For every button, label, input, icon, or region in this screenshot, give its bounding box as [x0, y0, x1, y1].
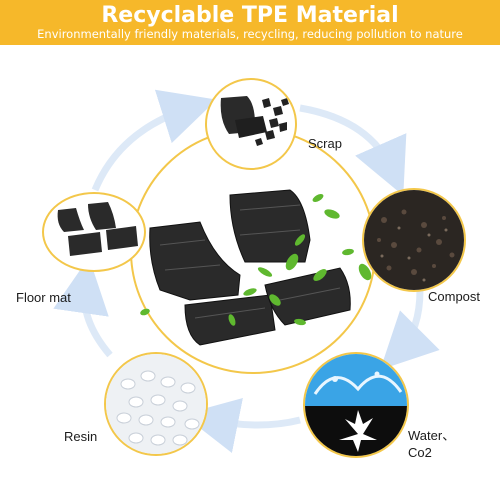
header-banner: Recyclable TPE Material Environmentally … [0, 0, 500, 45]
floor-mat-node [42, 192, 146, 272]
water-co2-label: Water、 Co2 [408, 428, 456, 460]
scrap-pieces-icon [220, 96, 289, 146]
compost-node [362, 188, 466, 292]
floor-mat-label: Floor mat [16, 290, 71, 305]
compost-label: Compost [428, 289, 481, 304]
arrow-water-to-resin [182, 398, 301, 453]
page-title: Recyclable TPE Material [101, 3, 399, 28]
arrow-compost-to-water [380, 289, 440, 370]
arrow-resin-to-floormat [53, 257, 113, 358]
resin-pellets-icon [106, 354, 206, 454]
arrow-floormat-to-scrap [91, 89, 217, 192]
scrap-node [205, 78, 297, 170]
resin-node [104, 352, 208, 456]
resin-label: Resin [64, 429, 98, 444]
floor-mat-set-icon [57, 202, 138, 256]
page-subtitle: Environmentally friendly materials, recy… [37, 27, 463, 41]
compost-granules-icon [364, 190, 464, 290]
scrap-label: Scrap [308, 136, 342, 151]
water-splash-icon [305, 354, 407, 456]
water-co2-node [303, 352, 409, 458]
arrow-scrap-to-compost [299, 104, 407, 196]
